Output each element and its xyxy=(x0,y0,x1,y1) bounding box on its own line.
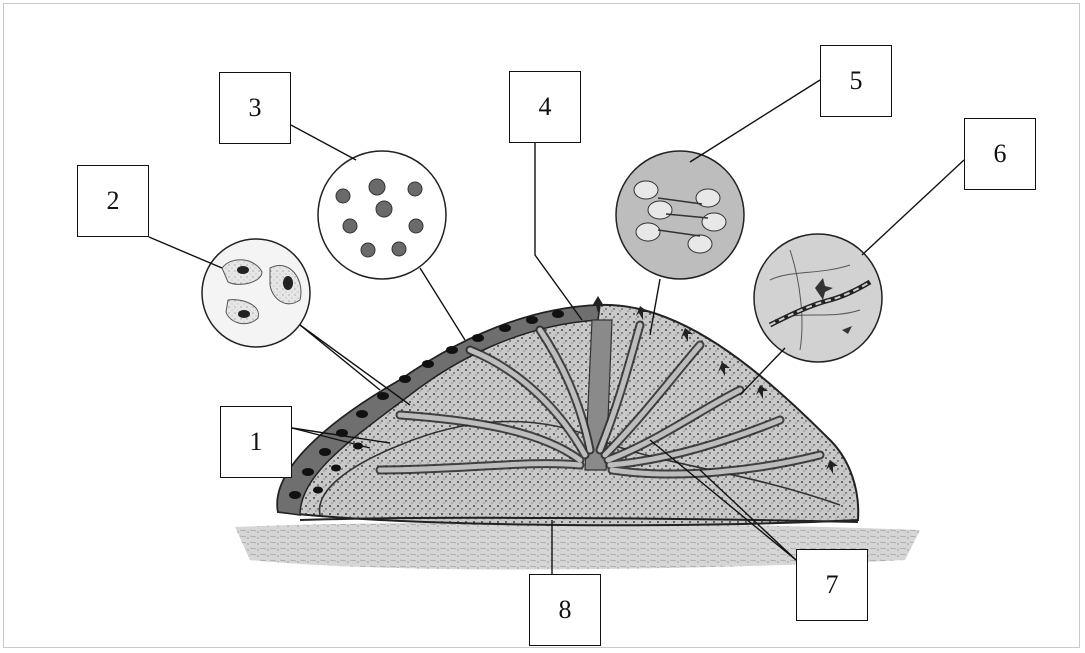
detail-circle-3 xyxy=(318,151,446,279)
label-3: 3 xyxy=(219,72,291,144)
detail-circle-5 xyxy=(616,151,744,279)
label-4: 4 xyxy=(509,71,581,143)
label-1: 1 xyxy=(220,406,292,478)
label-5: 5 xyxy=(820,45,892,117)
detail-circle-6 xyxy=(754,234,882,362)
label-6: 6 xyxy=(964,118,1036,190)
label-2: 2 xyxy=(77,165,149,237)
label-8: 8 xyxy=(529,574,601,646)
detail-circle-2 xyxy=(202,239,310,347)
label-7: 7 xyxy=(796,549,868,621)
